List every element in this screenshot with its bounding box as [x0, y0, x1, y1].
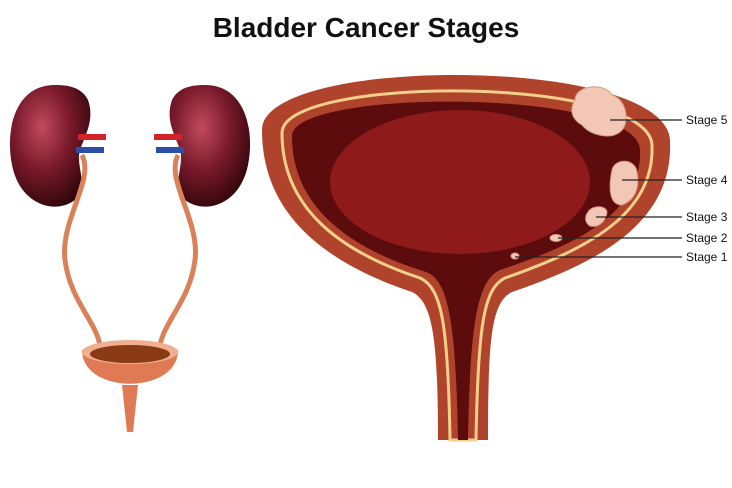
tumor-stage-4 — [609, 160, 639, 206]
tumor-stage-5 — [571, 86, 627, 137]
label-stage-3: Stage 3 — [686, 210, 728, 224]
right-kidney — [169, 85, 251, 207]
ureters — [62, 153, 198, 346]
tumors — [510, 86, 639, 260]
blood-vessels — [76, 134, 184, 153]
bladder-cross-section — [262, 74, 671, 442]
small-bladder — [82, 340, 178, 432]
label-stage-1: Stage 1 — [686, 250, 728, 264]
left-kidney — [9, 85, 91, 207]
label-stage-2: Stage 2 — [686, 231, 728, 245]
label-lines — [515, 119, 682, 258]
label-stage-5: Stage 5 — [686, 113, 728, 127]
label-stage-4: Stage 4 — [686, 173, 728, 187]
page-title: Bladder Cancer Stages — [212, 12, 520, 43]
tumor-stage-1 — [510, 252, 520, 260]
